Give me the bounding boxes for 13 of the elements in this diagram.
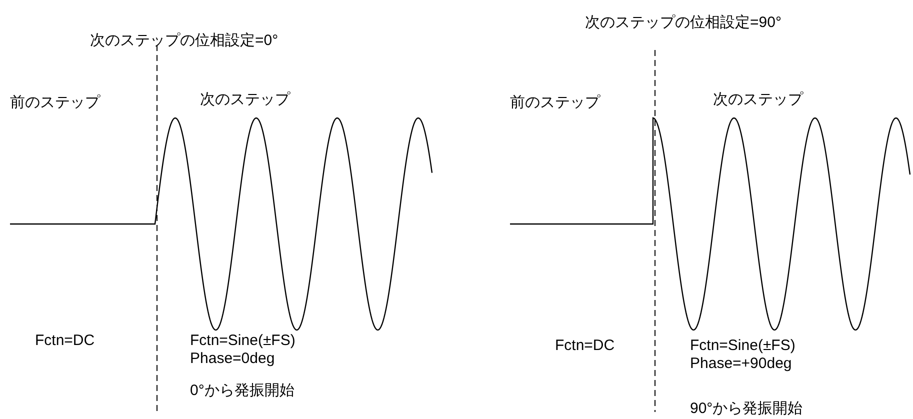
step-label: 次のステップ xyxy=(200,91,290,109)
step-label: 前のステップ xyxy=(10,94,100,112)
note: 90°から発振開始 xyxy=(690,400,803,418)
function-label: Fctn=Sine(±FS) xyxy=(690,337,796,355)
function-label: Phase=+90deg xyxy=(690,355,792,373)
heading: 次のステップの位相設定=90° xyxy=(585,14,782,32)
function-label: Fctn=Sine(±FS) xyxy=(190,332,296,350)
note: 0°から発振開始 xyxy=(190,382,294,400)
step-label: 前のステップ xyxy=(510,94,600,112)
step-label: 次のステップ xyxy=(713,91,803,109)
function-label: Phase=0deg xyxy=(190,350,275,368)
function-label: Fctn=DC xyxy=(555,337,615,355)
function-label: Fctn=DC xyxy=(35,332,95,350)
